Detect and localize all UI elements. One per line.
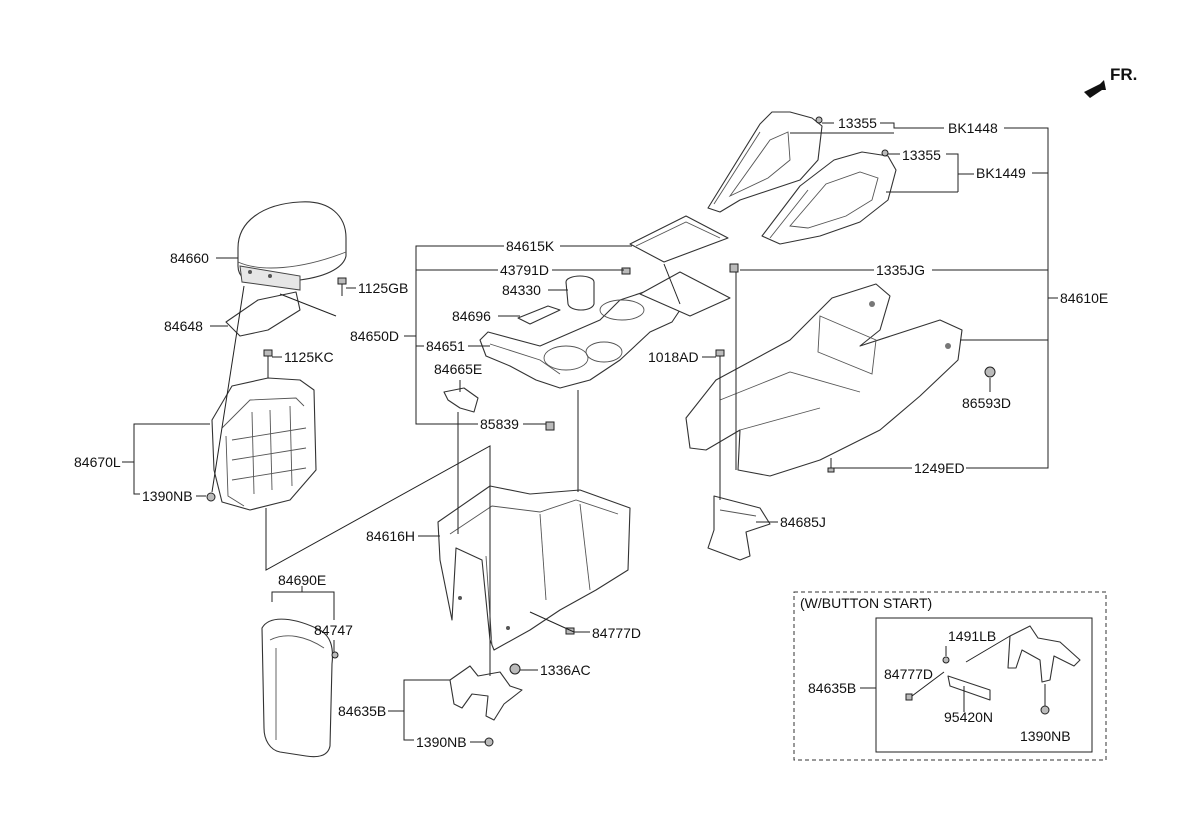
label-1018ad: 1018AD — [648, 349, 699, 365]
label-1336ac: 1336AC — [540, 662, 591, 678]
clip-13355-a-icon — [815, 116, 823, 124]
label-1390nb-b: 1390NB — [416, 734, 467, 750]
label-1125gb: 1125GB — [358, 280, 408, 296]
bracket-84665e — [443, 387, 479, 413]
bracket-84635b-a — [449, 665, 523, 721]
button-start-inner-box — [875, 617, 1093, 753]
nut-1390nb-c-icon — [1040, 705, 1050, 715]
label-84777d-a: 84777D — [592, 625, 641, 641]
clip-43791d-icon — [621, 267, 631, 275]
label-84690e: 84690E — [278, 572, 326, 588]
label-84648: 84648 — [164, 318, 203, 334]
label-84747: 84747 — [314, 622, 353, 638]
label-1249ed: 1249ED — [914, 460, 965, 476]
duct-84685j — [707, 495, 771, 561]
screw-84777d-a-icon — [565, 627, 575, 635]
label-84660: 84660 — [170, 250, 209, 266]
switch-85839-icon — [545, 421, 555, 431]
label-86593d: 86593D — [962, 395, 1011, 411]
bracket-84635b-b — [1007, 625, 1081, 683]
screw-1249ed-icon — [827, 458, 835, 473]
label-84665e: 84665E — [434, 361, 482, 377]
label-43791d: 43791D — [500, 262, 549, 278]
clip-84747-icon — [331, 651, 339, 659]
cover-plate-84615k — [629, 215, 729, 263]
side-cover-84690e — [261, 618, 334, 758]
front-direction-label: FR. — [1110, 65, 1137, 84]
cup-holder-84330 — [565, 275, 595, 311]
label-95420n: 95420N — [944, 709, 993, 725]
console-body-84616h — [437, 485, 631, 651]
label-13355-b: 13355 — [902, 147, 941, 163]
label-85839: 85839 — [480, 416, 519, 432]
label-1390nb-a: 1390NB — [142, 488, 193, 504]
label-84330: 84330 — [502, 282, 541, 298]
label-84685j: 84685J — [780, 514, 826, 530]
nut-1336ac-icon — [509, 663, 521, 675]
label-84670l: 84670L — [74, 454, 121, 470]
button-start-inset-box — [793, 591, 1107, 761]
screw-1125gb-icon — [337, 277, 347, 296]
label-84777d-b: 84777D — [884, 666, 933, 682]
label-84696: 84696 — [452, 308, 491, 324]
inset-title: (W/BUTTON START) — [800, 595, 932, 611]
screw-1018ad-icon — [715, 349, 725, 366]
label-bk1449: BK1449 — [976, 165, 1026, 181]
cap-84696 — [517, 305, 561, 325]
label-1390nb-c: 1390NB — [1020, 728, 1071, 744]
storage-box-84670l — [211, 377, 317, 511]
leader-lines — [122, 122, 1058, 743]
screw-84777d-b-icon — [905, 693, 913, 701]
nut-1390nb-b-icon — [484, 737, 494, 747]
label-bk1448: BK1448 — [948, 120, 998, 136]
side-panel-bk1448 — [707, 111, 823, 213]
label-84615k: 84615K — [506, 238, 555, 254]
label-84635b-a: 84635B — [338, 703, 386, 719]
pad-84648 — [225, 291, 301, 337]
clip-1335jg-icon — [729, 263, 739, 273]
console-upper-panel-84651 — [479, 289, 701, 389]
label-13355-a: 13355 — [838, 115, 877, 131]
label-1491lb: 1491LB — [948, 628, 996, 644]
clip-13355-b-icon — [881, 149, 889, 157]
nut-1491lb-icon — [942, 656, 950, 664]
label-1335jg: 1335JG — [876, 262, 925, 278]
label-84651: 84651 — [426, 338, 465, 354]
nut-1390nb-a-icon — [206, 492, 216, 502]
screw-86593d-icon — [984, 366, 996, 378]
inset-leader-lines — [860, 635, 1046, 712]
label-84610e: 84610E — [1060, 290, 1108, 306]
tray-mat — [639, 271, 731, 317]
label-84635b-b: 84635B — [808, 680, 856, 696]
label-1125kc: 1125KC — [284, 349, 334, 365]
rear-console-84610e — [685, 283, 963, 477]
side-panel-bk1449 — [761, 151, 897, 245]
label-84650d: 84650D — [350, 328, 399, 344]
armrest-lid-84660 — [237, 201, 347, 291]
screw-1125kc-icon — [263, 349, 273, 368]
front-direction-arrow-icon — [1084, 80, 1106, 98]
button-start-unit-95420n — [947, 675, 991, 701]
label-84616h: 84616H — [366, 528, 415, 544]
